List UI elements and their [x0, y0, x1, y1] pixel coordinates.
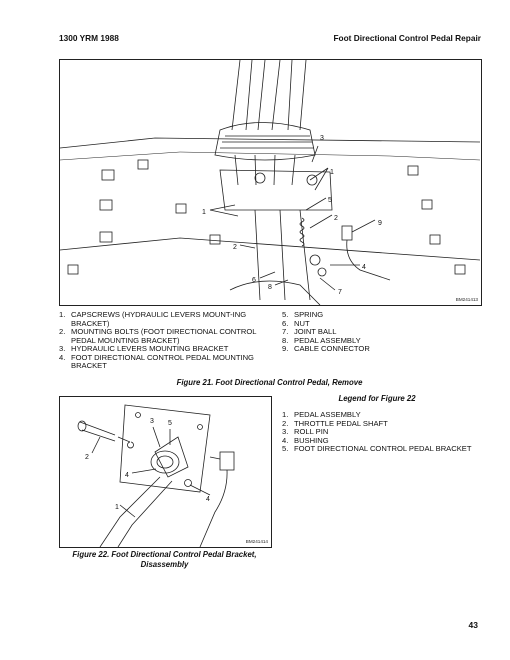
callout-label: 8 [268, 284, 272, 291]
figure-21-illustration: 3 1 1 2 2 5 9 4 6 8 7 BM241413 [59, 59, 482, 306]
figure-21-caption: Figure 21. Foot Directional Control Peda… [176, 378, 363, 387]
callout-label: 4 [125, 472, 129, 479]
callout-label: 9 [378, 220, 382, 227]
figure-22-id: BM241414 [245, 539, 268, 544]
callout-label: 7 [338, 289, 342, 296]
callout-label: 4 [206, 496, 210, 503]
callout-label: 3 [320, 135, 324, 142]
legend-item: 3.HYDRAULIC LEVERS MOUNTING BRACKET [59, 344, 229, 353]
legend-item: 4.FOOT DIRECTIONAL CONTROL PEDAL MOUNTIN… [59, 352, 254, 370]
page-number: 43 [468, 620, 478, 630]
legend-item: 8.PEDAL ASSEMBLY [282, 335, 361, 345]
header-model: 1300 YRM 1988 [59, 33, 119, 43]
caption-line: Disassembly [140, 560, 189, 569]
legend-item: 1.PEDAL ASSEMBLY [282, 410, 361, 419]
callout-label: 3 [150, 418, 154, 425]
caption-line: Figure 22. Foot Directional Control Peda… [72, 550, 257, 559]
header-section-title: Foot Directional Control Pedal Repair [333, 33, 481, 43]
callout-label: 2 [334, 215, 338, 222]
callout-label: 1 [202, 209, 206, 216]
figure-21-drawing: 3 1 1 2 2 5 9 4 6 8 7 [60, 60, 481, 305]
figure-22-caption: Figure 22. Foot Directional Control Peda… [59, 550, 270, 570]
legend-item: 5.FOOT DIRECTIONAL CONTROL PEDAL BRACKET [282, 444, 472, 453]
legend-item: 9.CABLE CONNECTOR [282, 344, 370, 353]
legend-item: 2.THROTTLE PEDAL SHAFT [282, 418, 388, 428]
callout-label: 2 [233, 244, 237, 251]
figure-22-legend: 1.PEDAL ASSEMBLY 2.THROTTLE PEDAL SHAFT … [282, 410, 472, 454]
legend-item: 5.SPRING [282, 310, 324, 319]
callout-label: 5 [328, 197, 332, 204]
figure-21-callouts: 3 1 1 2 2 5 9 4 6 8 7 [202, 135, 382, 296]
callout-label: 1 [330, 169, 334, 176]
figure-21-legend-left: 1.CAPSCREWS (HYDRAULIC LEVERS MOUNT-ING … [59, 310, 269, 371]
legend-item: 2.MOUNTING BOLTS (FOOT DIRECTIONAL CONTR… [59, 327, 257, 345]
figure-21-id: BM241413 [455, 297, 478, 302]
figure-22-illustration: 3 5 2 4 4 1 BM241414 [59, 396, 272, 548]
legend-item: 1.CAPSCREWS (HYDRAULIC LEVERS MOUNT-ING … [59, 310, 247, 328]
figure-21-legend-right: 5.SPRING 6.NUT 7.JOINT BALL 8.PEDAL ASSE… [282, 310, 472, 354]
legend-item: 6.NUT [282, 318, 310, 328]
callout-label: 1 [115, 504, 119, 511]
callout-label: 6 [252, 277, 256, 284]
figure-22-legend-title: Legend for Figure 22 [338, 394, 416, 403]
figure-22-drawing: 3 5 2 4 4 1 [77, 404, 235, 547]
legend-item: 4.BUSHING [282, 435, 329, 445]
callout-label: 2 [85, 454, 89, 461]
figure-22-callouts: 3 5 2 4 4 1 [85, 418, 210, 511]
legend-item: 3.ROLL PIN [282, 427, 329, 436]
callout-label: 5 [168, 420, 172, 427]
callout-label: 4 [362, 264, 366, 271]
legend-item: 7.JOINT BALL [282, 327, 337, 336]
